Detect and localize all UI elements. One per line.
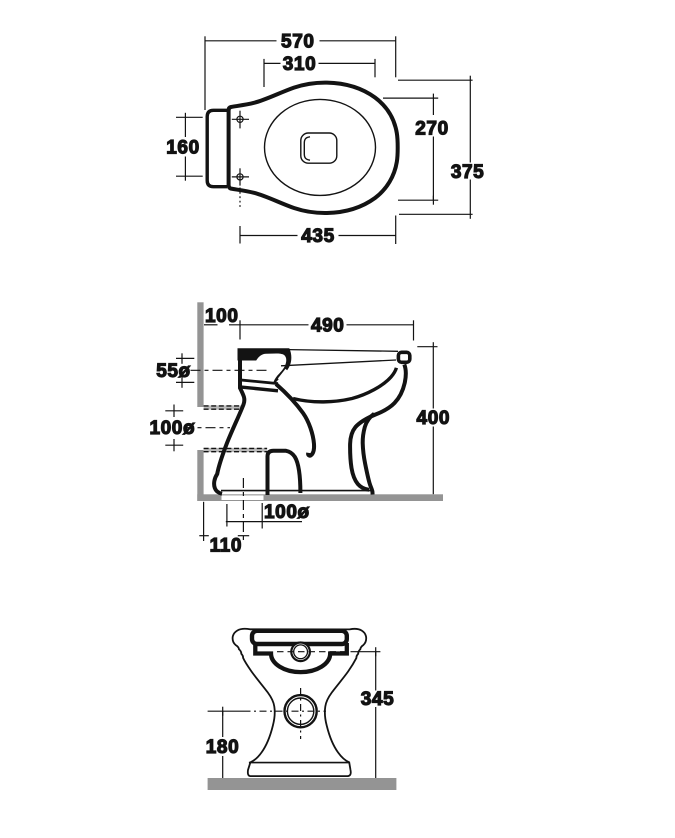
svg-text:100: 100 — [205, 306, 239, 327]
svg-text:375: 375 — [451, 162, 485, 183]
svg-text:55ø: 55ø — [156, 361, 191, 382]
svg-text:490: 490 — [311, 315, 345, 336]
svg-text:345: 345 — [361, 689, 395, 710]
svg-text:435: 435 — [301, 226, 335, 247]
svg-text:100ø: 100ø — [149, 418, 195, 439]
svg-text:160: 160 — [166, 137, 200, 158]
svg-text:100ø: 100ø — [264, 502, 310, 523]
svg-text:110: 110 — [210, 535, 242, 556]
svg-text:180: 180 — [206, 737, 240, 758]
svg-text:400: 400 — [417, 408, 451, 429]
svg-text:570: 570 — [281, 31, 315, 52]
svg-text:310: 310 — [283, 54, 317, 75]
svg-text:270: 270 — [415, 119, 449, 140]
